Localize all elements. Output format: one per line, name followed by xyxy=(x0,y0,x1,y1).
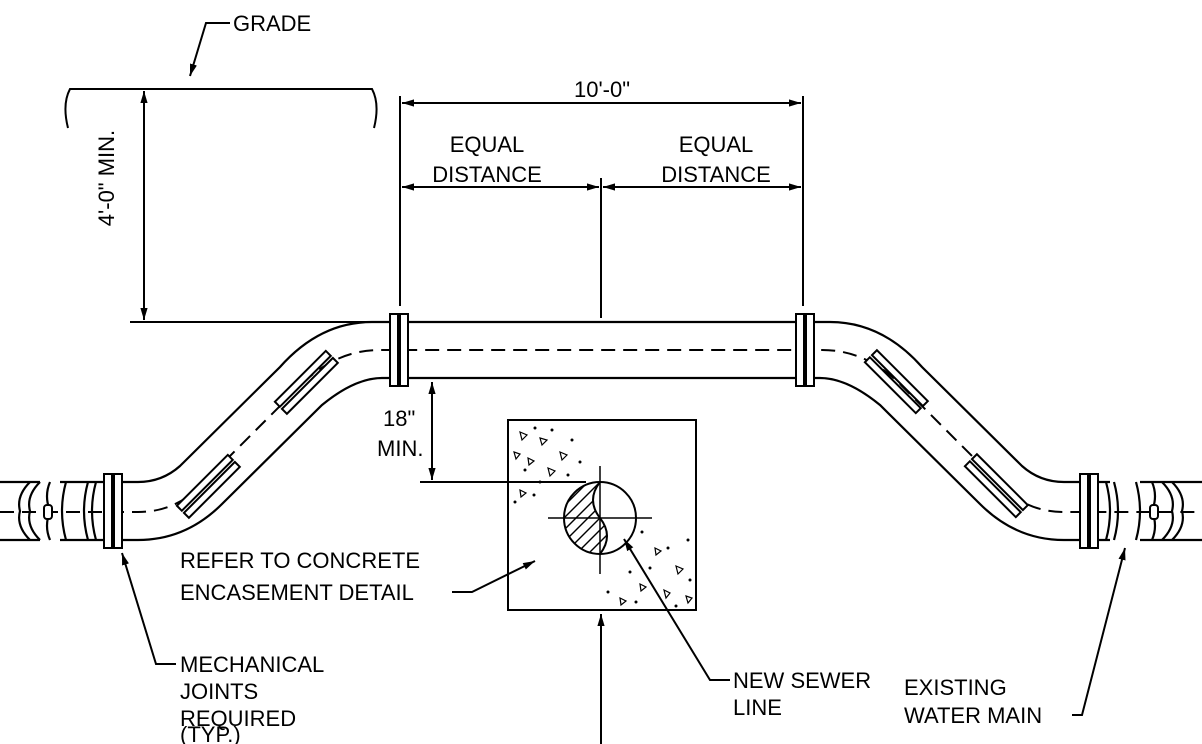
overall-length-label: 10'-0" xyxy=(574,77,630,102)
concrete-note-line2: ENCASEMENT DETAIL xyxy=(180,580,414,605)
equal-distance-left-line2: DISTANCE xyxy=(432,162,542,187)
clearance-label-line1: 18" xyxy=(383,406,415,431)
concrete-note-leader xyxy=(452,560,536,593)
mechanical-joint-straight-right xyxy=(795,313,815,387)
mechanical-joint-diagonal-right-upper xyxy=(863,348,930,415)
clearance-label-line2: MIN. xyxy=(377,436,423,461)
grade-label: GRADE xyxy=(233,11,311,36)
grade-line xyxy=(64,88,378,129)
min-depth-label: 4'-0" MIN. xyxy=(94,130,119,226)
mechanical-joints-leader xyxy=(121,552,176,665)
water-main-note-line1: EXISTING xyxy=(904,675,1007,700)
sewer-line-leader xyxy=(623,538,730,681)
existing-main-left-end xyxy=(18,481,98,541)
water-main-leader xyxy=(1072,547,1126,716)
existing-main-right-end xyxy=(1104,481,1184,541)
concrete-note-line1: REFER TO CONCRETE xyxy=(180,548,420,573)
mechanical-joints-note-line4: (TYP.) xyxy=(180,722,241,744)
equal-distance-right-line1: EQUAL xyxy=(679,132,754,157)
mechanical-joint-straight-left xyxy=(389,313,409,387)
equal-distance-left-line1: EQUAL xyxy=(450,132,525,157)
mechanical-joint-diagonal-right-lower xyxy=(963,452,1030,519)
mechanical-joint-diagonal-left-upper xyxy=(273,349,340,416)
sewer-note-line1: NEW SEWER xyxy=(733,668,871,693)
mechanical-joint-right-end xyxy=(1079,473,1099,549)
mechanical-joints-note-line2: JOINTS xyxy=(180,679,258,704)
concrete-encasement xyxy=(507,419,697,611)
grade-leader xyxy=(189,22,230,77)
mechanical-joints-note-line1: MECHANICAL xyxy=(180,652,324,677)
equal-distance-right-line2: DISTANCE xyxy=(661,162,771,187)
mechanical-joint-left-end xyxy=(103,473,123,549)
mechanical-joints-note-line3: REQUIRED xyxy=(180,706,296,731)
mechanical-joint-diagonal-left-lower xyxy=(175,453,242,520)
sewer-note-line2: LINE xyxy=(733,695,782,720)
water-main-note-line2: WATER MAIN xyxy=(904,703,1042,728)
